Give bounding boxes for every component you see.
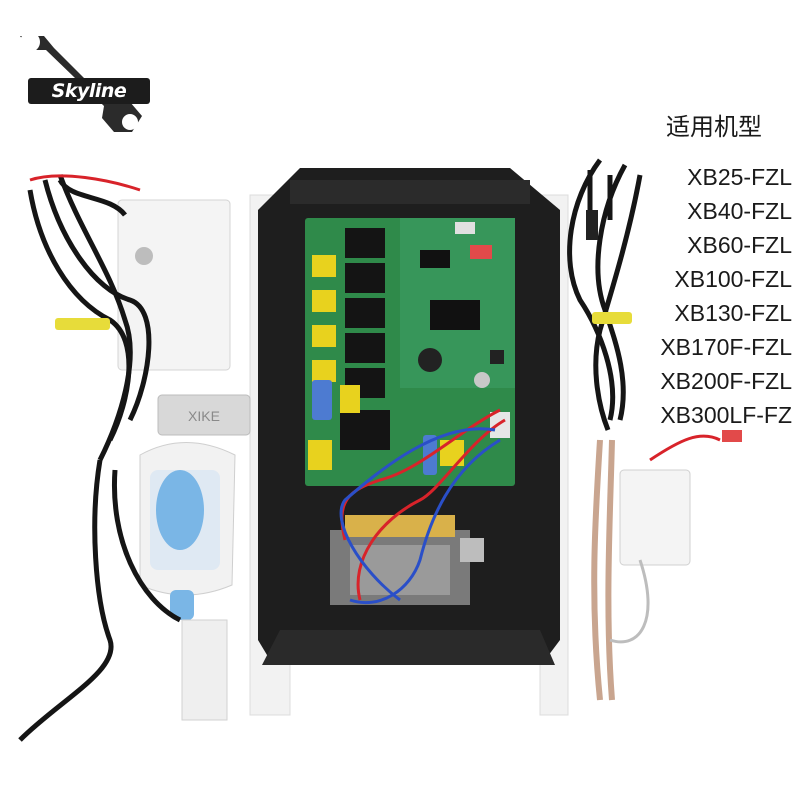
yellow-terminals	[308, 255, 464, 470]
left-cable	[18, 174, 182, 742]
blue-capacitor	[312, 380, 332, 420]
model-item: XB300LF-FZ	[660, 402, 792, 428]
temperature-probe	[586, 210, 598, 240]
sensor-housing-bracket	[157, 394, 251, 436]
model-item: XB60-FZL	[687, 232, 792, 258]
right-cable-tie	[592, 312, 632, 324]
capacitor	[418, 348, 442, 372]
braided-wires	[591, 439, 615, 701]
blue-float	[156, 470, 204, 550]
model-item: XB25-FZL	[687, 164, 792, 190]
microcontroller-chip	[430, 300, 480, 330]
wrench-icon	[20, 32, 142, 132]
internal-wires	[339, 408, 506, 605]
left-cable-tie	[55, 318, 110, 330]
left-red-wire	[29, 174, 141, 192]
model-item: XB130-FZL	[674, 300, 792, 326]
skyline-logo: Skyline	[10, 18, 150, 138]
models-list: XB25-FZL XB40-FZL XB60-FZL XB100-FZL XB1…	[622, 160, 792, 432]
right-sensor-module	[619, 469, 691, 566]
right-sensor-cable	[567, 158, 643, 431]
model-item: XB170F-FZL	[660, 334, 792, 360]
relay-row	[340, 228, 390, 450]
model-item: XB200F-FZL	[660, 368, 792, 394]
sensor-housing-label: XIKE	[188, 408, 220, 424]
mounting-tab	[181, 619, 228, 721]
push-button	[490, 350, 504, 364]
circuit-board	[305, 218, 515, 486]
model-item: XB100-FZL	[674, 266, 792, 292]
models-title: 适用机型	[666, 113, 762, 141]
model-item: XB40-FZL	[687, 198, 792, 224]
brand-name: Skyline	[28, 78, 150, 104]
red-connector	[722, 430, 742, 442]
float-switch-assembly: XIKE	[117, 199, 251, 721]
compatible-models: 适用机型 XB25-FZL XB40-FZL XB60-FZL XB100-FZ…	[622, 112, 792, 432]
